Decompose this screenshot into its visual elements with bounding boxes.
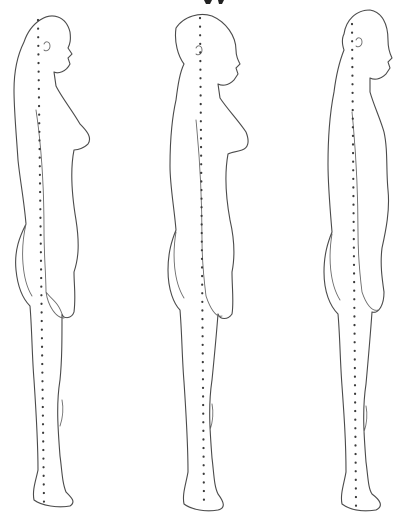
posture-figure-1 xyxy=(14,16,90,507)
plumb-line-2 xyxy=(200,18,204,508)
buttock-line-1 xyxy=(23,224,32,296)
buttock-line-3 xyxy=(330,234,340,300)
arm-outline-2 xyxy=(196,120,222,316)
posture-figure-2 xyxy=(168,15,248,511)
clipped-heading-fragment xyxy=(204,0,224,4)
body-outline-2 xyxy=(168,15,248,511)
knee-line-1 xyxy=(60,400,63,426)
posture-figure-3 xyxy=(324,10,392,511)
ear-2 xyxy=(196,46,202,55)
plumb-line-1 xyxy=(38,20,44,504)
plumb-line-3 xyxy=(352,24,356,506)
ear-1 xyxy=(44,42,50,51)
body-outline-3 xyxy=(324,10,392,511)
buttock-line-2 xyxy=(174,232,184,298)
ear-3 xyxy=(356,38,362,47)
body-outline-1 xyxy=(14,16,90,507)
arm-outline-3 xyxy=(352,112,378,310)
